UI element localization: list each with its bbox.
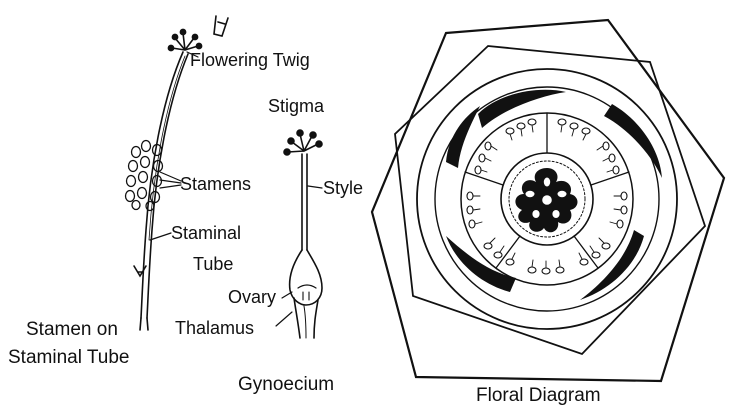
twig-fragment-icon: [214, 16, 228, 36]
label-style: Style: [323, 178, 363, 198]
floral-diagram-drawing: [372, 20, 724, 381]
stigma-icon: [284, 130, 322, 155]
ovary-locules-icon: [515, 168, 577, 232]
staminal-tube-outline: [141, 52, 183, 318]
caption-stamen-line1: Stamen on: [26, 318, 118, 341]
label-stigma: Stigma: [268, 96, 324, 116]
label-staminal: Staminal: [171, 223, 241, 243]
petal-icon: [446, 106, 480, 168]
caption-stamen-line2: Staminal Tube: [8, 346, 129, 369]
caption-floral-diagram: Floral Diagram: [476, 384, 601, 407]
label-tube: Tube: [193, 254, 233, 274]
ovary-outline: [290, 250, 322, 305]
gynoecium-drawing: [284, 130, 322, 338]
label-ovary: Ovary: [228, 287, 276, 307]
petal-icon: [604, 104, 662, 178]
label-stamens: Stamens: [180, 174, 251, 194]
flowering-twig-head-icon: [168, 29, 201, 50]
stamen-leader-lines: [150, 52, 198, 240]
petal-icon: [478, 90, 566, 128]
anthers-cluster-icon: [126, 141, 163, 211]
caption-gynoecium: Gynoecium: [238, 373, 334, 396]
label-flowering-twig: Flowering Twig: [190, 50, 310, 70]
label-thalamus: Thalamus: [175, 318, 254, 338]
